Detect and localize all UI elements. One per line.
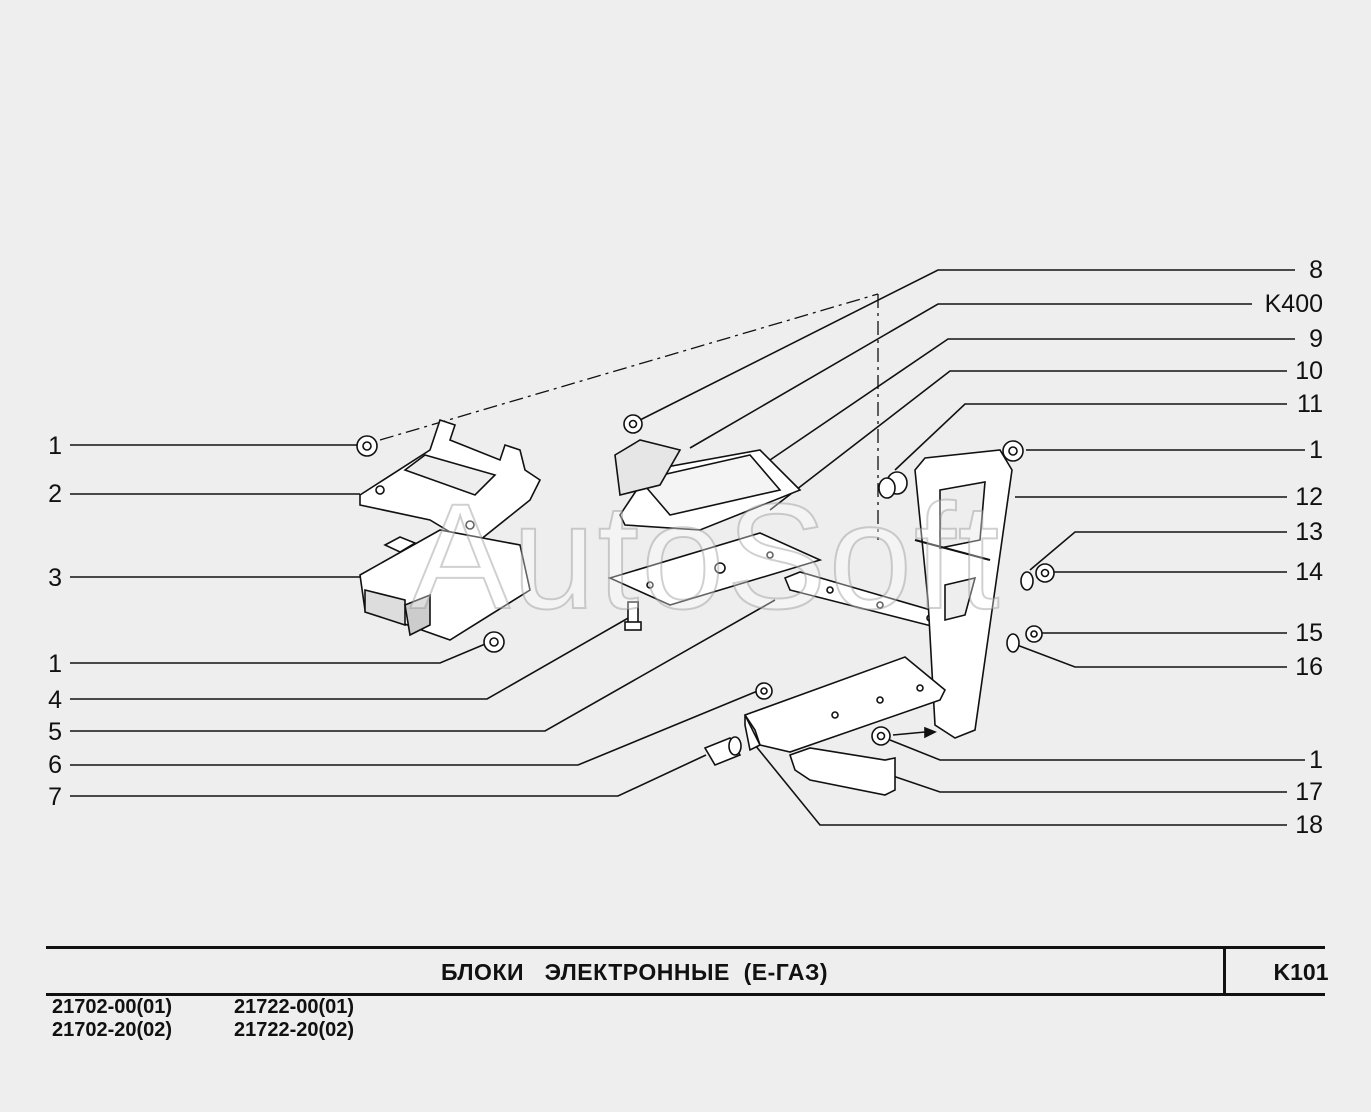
- assembly-axis-lines: [379, 293, 879, 540]
- callout-label: 1: [1309, 746, 1323, 774]
- nut-icon: [755, 682, 773, 700]
- title-block: БЛОКИ ЭЛЕКТРОННЫЕ (Е-ГАЗ) K101: [46, 946, 1328, 996]
- callout-label: 3: [48, 564, 62, 592]
- callout-label: 9: [1309, 325, 1323, 353]
- callout-label: 8: [1309, 256, 1323, 284]
- vertical-bracket: [914, 449, 1013, 739]
- direction-arrow: [892, 731, 926, 736]
- nut-icon: [483, 631, 505, 653]
- callout-label: 11: [1297, 390, 1323, 418]
- washer-icon: [1006, 571, 1034, 653]
- control-unit-k400: [614, 439, 802, 531]
- electronic-unit: [359, 529, 531, 641]
- sleeve-icon: [703, 736, 742, 766]
- callout-label: 15: [1295, 619, 1323, 647]
- callout-label: 14: [1295, 558, 1323, 586]
- nut-icon: [623, 414, 643, 434]
- callout-label: 6: [48, 751, 62, 779]
- callout-label: 7: [48, 783, 62, 811]
- leader-lines-right: [639, 269, 1305, 826]
- clamp-bracket: [788, 747, 896, 796]
- nut-icon: [1002, 440, 1024, 462]
- nut-icon: [871, 726, 891, 746]
- callout-label: 12: [1295, 483, 1323, 511]
- callout-label: 16: [1295, 653, 1323, 681]
- callout-label: 2: [48, 480, 62, 508]
- lower-bracket: [743, 656, 947, 753]
- sheet-title: БЛОКИ ЭЛЕКТРОННЫЕ (Е-ГАЗ): [440, 959, 829, 985]
- callout-label: K400: [1264, 290, 1323, 318]
- nut-icon: [1025, 563, 1055, 643]
- model-code: 21702-20(02): [52, 1019, 173, 1041]
- model-code: 21722-20(02): [234, 1019, 355, 1041]
- leader-lines-left: [70, 444, 776, 797]
- arrow-head-icon: [924, 726, 937, 739]
- nut-icon: [356, 435, 378, 457]
- callout-label: 1: [48, 650, 62, 678]
- bracket-plate: [359, 418, 542, 541]
- callout-label: 4: [48, 686, 62, 714]
- callout-label: 10: [1295, 357, 1323, 385]
- sleeve-icon: [878, 471, 908, 499]
- callout-label: 1: [48, 432, 62, 460]
- model-code: 21702-00(01): [52, 996, 173, 1018]
- callout-label: 5: [48, 718, 62, 746]
- callout-label: 17: [1295, 778, 1323, 806]
- callout-label: 13: [1295, 518, 1323, 546]
- callout-label: 1: [1309, 436, 1323, 464]
- bolt-icon: [624, 601, 642, 631]
- callout-label: 18: [1295, 811, 1323, 839]
- sheet-code: K101: [1273, 959, 1329, 985]
- model-code: 21722-00(01): [234, 996, 355, 1018]
- mounting-plate: [607, 532, 823, 606]
- title-divider: [1223, 949, 1226, 993]
